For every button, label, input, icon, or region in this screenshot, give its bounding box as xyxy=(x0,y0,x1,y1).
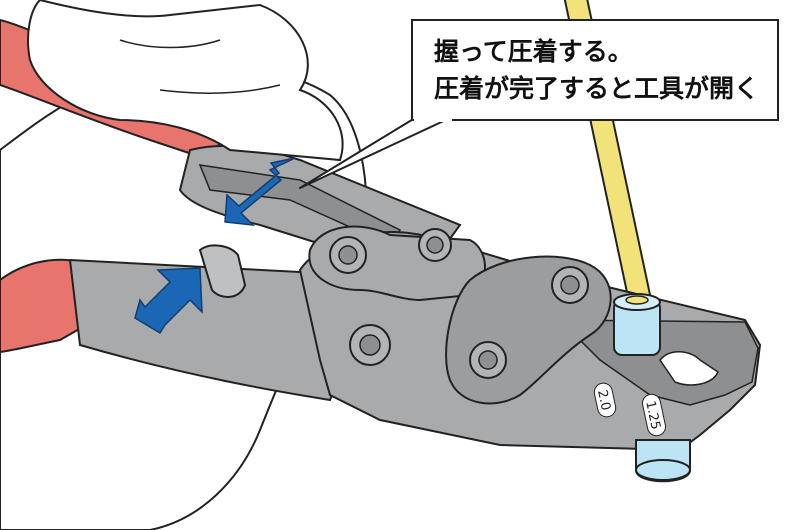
callout-line-1: 握って圧着する。 xyxy=(434,37,633,66)
die-label-large: 1.25 xyxy=(642,400,663,431)
down-arrow-icon xyxy=(224,157,296,226)
terminal-sleeve-top xyxy=(613,293,661,356)
rivet xyxy=(478,350,498,370)
terminal-sleeve-bottom xyxy=(635,439,691,483)
die-label-small-badge: 2.0 xyxy=(593,382,617,418)
rivets xyxy=(329,228,589,379)
rivet xyxy=(338,245,358,265)
rivet xyxy=(426,236,444,254)
callout-pointer-mask xyxy=(414,114,452,122)
release-pawl xyxy=(198,244,247,298)
die-jaw xyxy=(558,319,759,406)
rivet xyxy=(359,334,381,356)
die-label-small: 2.0 xyxy=(594,389,613,412)
up-arrow-icon xyxy=(134,267,203,335)
die-slot xyxy=(659,351,719,386)
callout-box xyxy=(411,19,779,121)
die-label-large-badge: 1.25 xyxy=(642,393,666,437)
rivet xyxy=(560,275,580,295)
finger-crease xyxy=(159,84,281,95)
hand-fingers xyxy=(27,0,344,162)
callout-line-2: 圧着が完了すると工具が開く xyxy=(434,74,759,103)
finger-crease xyxy=(119,39,221,49)
